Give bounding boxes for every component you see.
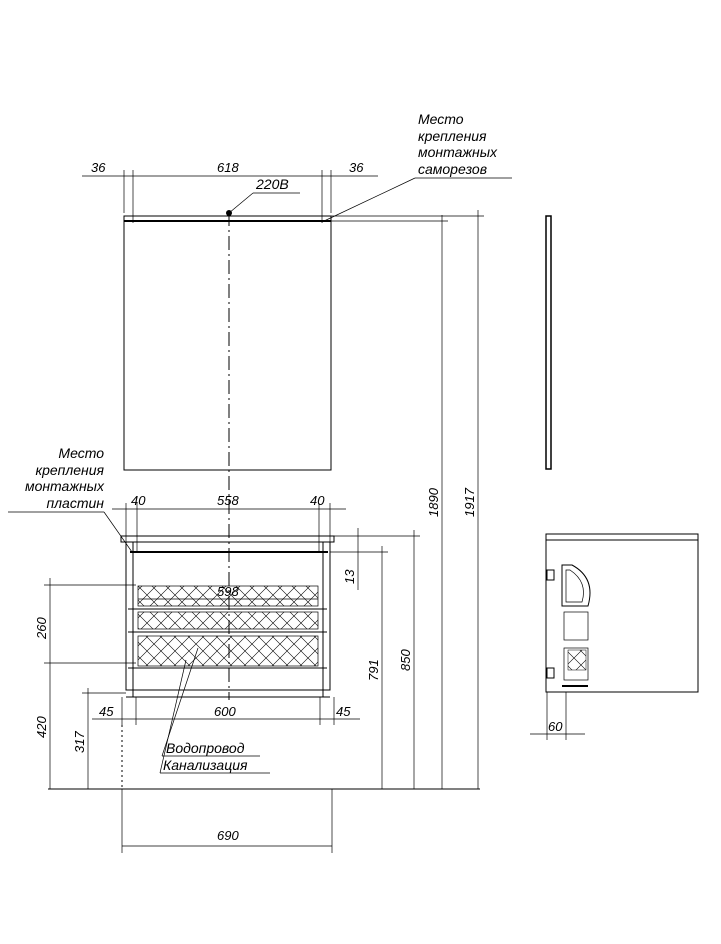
dim-bottom-mid: 600 bbox=[214, 704, 236, 719]
cabinet-top-dimension: 40 558 40 bbox=[112, 493, 346, 552]
cab-mount-line-3: монтажных bbox=[25, 478, 105, 494]
side-drawer-lower bbox=[563, 647, 589, 681]
dim-mirror-left: 36 bbox=[91, 160, 106, 175]
drawer-middle-hatch bbox=[137, 611, 319, 630]
side-drawer-hatch bbox=[567, 649, 587, 671]
floor-and-width: 690 bbox=[48, 725, 480, 853]
side-wall-bracket bbox=[546, 667, 555, 679]
power-label: 220В bbox=[255, 176, 289, 192]
dim-mirror-right: 36 bbox=[349, 160, 364, 175]
side-body bbox=[545, 539, 699, 693]
cabinet-side-view: 60 bbox=[530, 533, 699, 740]
dim-cab-left: 40 bbox=[131, 493, 146, 508]
drawer-upper-hatch bbox=[137, 585, 319, 607]
right-vertical-dimensions: 13 791 850 1890 1917 bbox=[330, 210, 484, 789]
cabinet-mount-note: Место крепления монтажных пластин bbox=[8, 445, 133, 553]
dim-bottom-left: 45 bbox=[99, 704, 114, 719]
mirror-side-view bbox=[545, 215, 552, 470]
dim-depth60: 60 bbox=[548, 719, 563, 734]
left-vertical-dimensions: 260 420 317 bbox=[34, 578, 136, 789]
sewer-leader bbox=[159, 659, 187, 774]
mirror-side-profile bbox=[545, 215, 552, 470]
dim-width: 690 bbox=[217, 828, 239, 843]
cab-mount-line-2: крепления bbox=[35, 462, 104, 478]
cab-mount-line-4: пластин bbox=[46, 495, 104, 511]
side-siphon bbox=[561, 564, 591, 607]
dim-bottom-right: 45 bbox=[336, 704, 351, 719]
side-siphon-inner bbox=[565, 569, 584, 603]
drawer-lower-hatch bbox=[137, 635, 319, 667]
dim-h317: 317 bbox=[72, 731, 87, 753]
mirror-mount-line-1: Место bbox=[418, 111, 464, 127]
dim-h13: 13 bbox=[342, 569, 357, 584]
dim-h420: 420 bbox=[34, 716, 49, 738]
side-drawer-upper bbox=[563, 611, 589, 641]
cabinet-bottom-dimension: 45 600 45 bbox=[92, 697, 360, 725]
mirror-mount-note: Место крепления монтажных саморезов bbox=[321, 111, 512, 223]
mirror-width-dimension: 36 618 36 bbox=[82, 160, 378, 223]
dim-mirror-mid: 618 bbox=[217, 160, 239, 175]
mirror-mount-line-2: крепления bbox=[418, 128, 487, 144]
mirror-mount-line-3: монтажных bbox=[418, 144, 498, 160]
mirror-mount-line-4: саморезов bbox=[418, 161, 487, 177]
side-countertop bbox=[545, 533, 699, 541]
dim-h850: 850 bbox=[398, 649, 413, 671]
dim-h791: 791 bbox=[366, 659, 381, 681]
cabinet-front-view: 598 bbox=[120, 535, 335, 698]
power-leader bbox=[228, 192, 254, 214]
sewer-label: Канализация bbox=[163, 757, 248, 773]
cab-mount-line-1: Место bbox=[58, 445, 104, 461]
side-wall-bracket bbox=[546, 569, 555, 581]
cabinet-body bbox=[125, 541, 331, 691]
dim-h260: 260 bbox=[34, 617, 49, 640]
mirror-outline bbox=[123, 215, 332, 471]
dim-h1917: 1917 bbox=[462, 487, 477, 517]
dim-cab-mid: 558 bbox=[217, 493, 239, 508]
water-sewer-note: Водопровод Канализация bbox=[159, 647, 270, 774]
dim-inner: 598 bbox=[217, 584, 239, 599]
mirror-mount-leader bbox=[321, 177, 416, 223]
water-label: Водопровод bbox=[166, 740, 245, 756]
mirror-front-view: 220В bbox=[123, 176, 332, 700]
countertop bbox=[120, 535, 335, 543]
cab-mount-leader bbox=[103, 511, 133, 553]
dim-h1890: 1890 bbox=[426, 487, 441, 517]
dim-cab-right: 40 bbox=[310, 493, 325, 508]
